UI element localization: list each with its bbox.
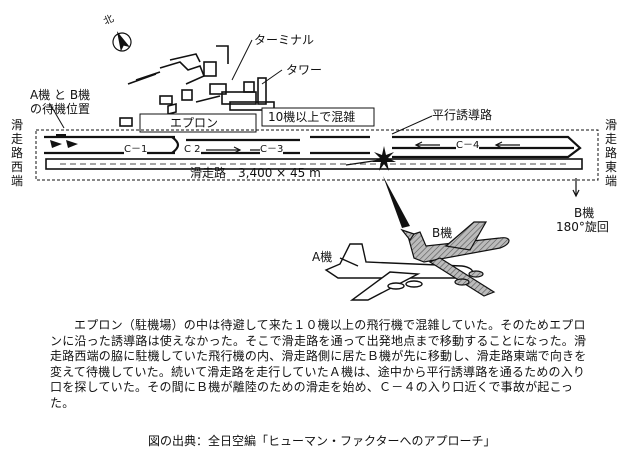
standby-label-1: A機 と B機: [30, 88, 91, 102]
airport-diagram: [35, 31, 599, 301]
pointer-arrow: [383, 176, 410, 228]
taxiway-c3-label: C－3: [260, 143, 284, 157]
taxiway-c4-label: C－4: [456, 139, 480, 153]
runway-label: 滑走路 3,400 × 45 m: [190, 166, 321, 180]
apron-label: エプロン: [170, 116, 219, 130]
collision-star-icon: [372, 146, 396, 171]
plane-b-turn-label-1: B機: [574, 206, 595, 220]
description-paragraph: エプロン（駐機場）の中は待避して来た１０機以上の飛行機で混雑していた。そのためエ…: [50, 318, 587, 410]
plane-b-turn-label-2: 180°旋回: [556, 220, 609, 234]
leader-lines: [49, 39, 433, 135]
figure-source: 図の出典：全日空編「ヒューマン・ファクターへのアプローチ」: [148, 434, 496, 448]
taxiway-c2-label: C 2: [184, 143, 201, 157]
plane-a-label: A機: [312, 250, 333, 264]
buildings: [119, 45, 275, 127]
runway-east-label: 滑走路東端: [604, 118, 617, 188]
parallel-taxiway: [44, 135, 582, 159]
north-arrow-icon: [112, 31, 132, 52]
standby-label-2: の待機位置: [30, 102, 91, 116]
tower-label: タワー: [286, 63, 323, 77]
runway: [45, 158, 583, 198]
congestion-box: [261, 107, 375, 127]
taxiway-c1-label: C－1: [124, 143, 148, 157]
apron-box: [139, 113, 257, 133]
description-text: エプロン（駐機場）の中は待避して来た１０機以上の飛行機で混雑していた。そのためエ…: [50, 318, 590, 411]
congestion-label: 10機以上で混雑: [268, 110, 356, 124]
apron-stands: [50, 134, 78, 148]
plane-b-icon: [400, 221, 510, 297]
terminal-label: ターミナル: [254, 33, 315, 47]
airfield-boundary: [35, 129, 599, 181]
parallel-taxiway-label: 平行誘導路: [432, 108, 493, 122]
plane-b-label: B機: [432, 226, 453, 240]
runway-west-label: 滑走路西端: [10, 118, 23, 188]
